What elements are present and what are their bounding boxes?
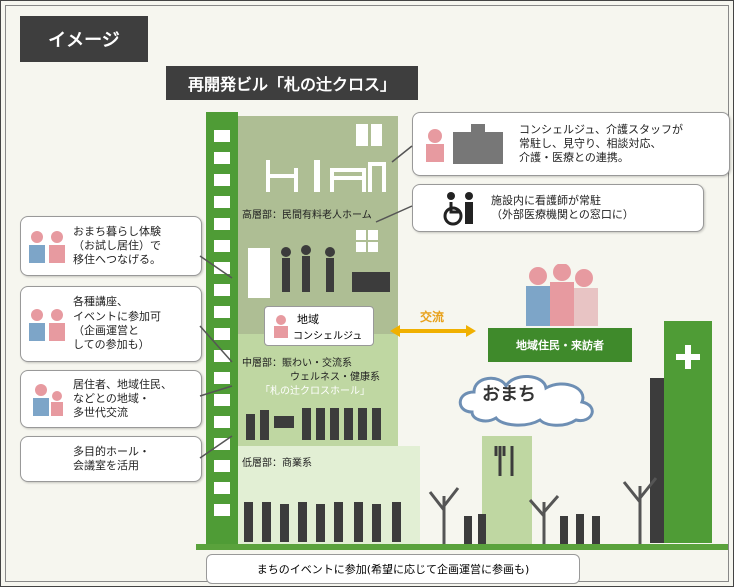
multi-generation-text: 居住者、地域住民、 などとの地域・ 多世代交流: [73, 377, 172, 420]
street-scene-icon: [428, 477, 658, 544]
concierge-label-1: 地域: [297, 313, 319, 326]
multi-generation-callout: 居住者、地域住民、 などとの地域・ 多世代交流: [20, 370, 202, 428]
shaft-window: [214, 350, 230, 362]
residents-group-icon: [526, 264, 598, 326]
shoppers-silhouette-icon: [244, 502, 401, 542]
residents-badge: 地域住民・来訪者: [488, 328, 632, 362]
bottom-event-banner: まちのイベントに参加(希望に応じて企画運営に参画も): [206, 554, 580, 584]
concierge-box: 地域 コンシェルジュ: [264, 306, 374, 346]
middle-floor-label: 中層部：賑わい・交流系: [242, 358, 352, 369]
nurse-text: 施設内に看護師が常駐 （外部医療機関との窓口に）: [491, 193, 634, 221]
couple-icon: [29, 309, 65, 341]
shaft-window: [214, 240, 230, 252]
exchange-label: 交流: [420, 310, 445, 324]
fork-knife-icon: [494, 446, 514, 476]
trial-stay-text: おまち暮らし体験 （お試し居住）で 移住へつなげる。: [73, 224, 161, 267]
hospital-building: [664, 321, 712, 543]
window-icon: [356, 230, 378, 252]
lower-floor-label: 低層部：商業系: [242, 458, 312, 469]
shaft-window: [214, 460, 230, 472]
ground-line: [196, 544, 728, 550]
shaft-window: [214, 328, 230, 340]
town-cloud-shape: [458, 375, 594, 427]
nurse-callout: 施設内に看護師が常駐 （外部医療機関との窓口に）: [412, 184, 704, 232]
residents-silhouette-icon: [281, 245, 390, 292]
audience-silhouette-icon: [246, 408, 381, 440]
shaft-window: [214, 218, 230, 230]
shaft-window: [214, 284, 230, 296]
building-lower-floors: 低層部：商業系: [238, 446, 420, 544]
shaft-window: [214, 504, 230, 516]
upper-floor-label: 高層部：民間有料老人ホーム: [242, 210, 372, 221]
restaurant-building: [482, 436, 532, 544]
shaft-window: [214, 130, 230, 142]
shaft-window: [214, 372, 230, 384]
shaft-window: [214, 306, 230, 318]
trial-stay-callout: おまち暮らし体験 （お試し居住）で 移住へつなげる。: [20, 216, 202, 276]
connector-lines: [199, 145, 413, 459]
hall-label: 「札の辻クロスホール」: [260, 386, 370, 397]
wheelchair-icon: [443, 192, 473, 226]
shaft-window: [214, 174, 230, 186]
shaft-window: [214, 394, 230, 406]
double-arrow-icon: [390, 325, 476, 337]
building-middle-floors: 中層部：賑わい・交流系 ウェルネス・健康系 「札の辻クロスホール」: [238, 334, 398, 446]
concierge-person-icon: [274, 315, 288, 338]
hall-text: 多目的ホール・ 会議室を活用: [73, 444, 150, 472]
page-title: 再開発ビル「札の辻クロス」: [166, 66, 418, 100]
staff-facility-icon: [426, 124, 503, 164]
shaft-window: [214, 152, 230, 164]
building-shaft: [206, 112, 238, 544]
diagram-canvas: イメージ 再開発ビル「札の辻クロス」 高層部：民間有料老人ホーム 中層部：賑わ: [5, 5, 730, 584]
building-upper-floors: 高層部：民間有料老人ホーム: [238, 116, 398, 334]
window-icon: [356, 124, 382, 146]
courses-text: 各種講座、 イベントに参加可 （企画運営と しての参加も）: [73, 295, 161, 352]
staff-text: コンシェルジュ、介護スタッフが 常駐し、見守り、相談対応、 介護・医療との連携。: [519, 122, 684, 165]
medical-cross-icon: [676, 345, 700, 369]
shaft-window: [214, 482, 230, 494]
couple-icon: [29, 231, 65, 263]
exchange-arrow: 交流: [390, 310, 476, 337]
town-label: おまち: [482, 384, 536, 405]
staff-callout: コンシェルジュ、介護スタッフが 常駐し、見守り、相談対応、 介護・医療との連携。: [412, 112, 730, 176]
hospital-side: [650, 378, 668, 543]
shaft-window: [214, 416, 230, 428]
family-icon: [33, 384, 63, 416]
wellness-label: ウェルネス・健康系: [290, 372, 380, 383]
door-icon: [248, 248, 270, 298]
concierge-label-2: コンシェルジュ: [293, 331, 363, 342]
courses-callout: 各種講座、 イベントに参加可 （企画運営と しての参加も）: [20, 286, 202, 362]
bed-chair-icon: [266, 160, 386, 192]
image-tag: イメージ: [20, 16, 148, 62]
hall-callout: 多目的ホール・ 会議室を活用: [20, 436, 202, 482]
shaft-window: [214, 262, 230, 274]
shaft-window: [214, 196, 230, 208]
